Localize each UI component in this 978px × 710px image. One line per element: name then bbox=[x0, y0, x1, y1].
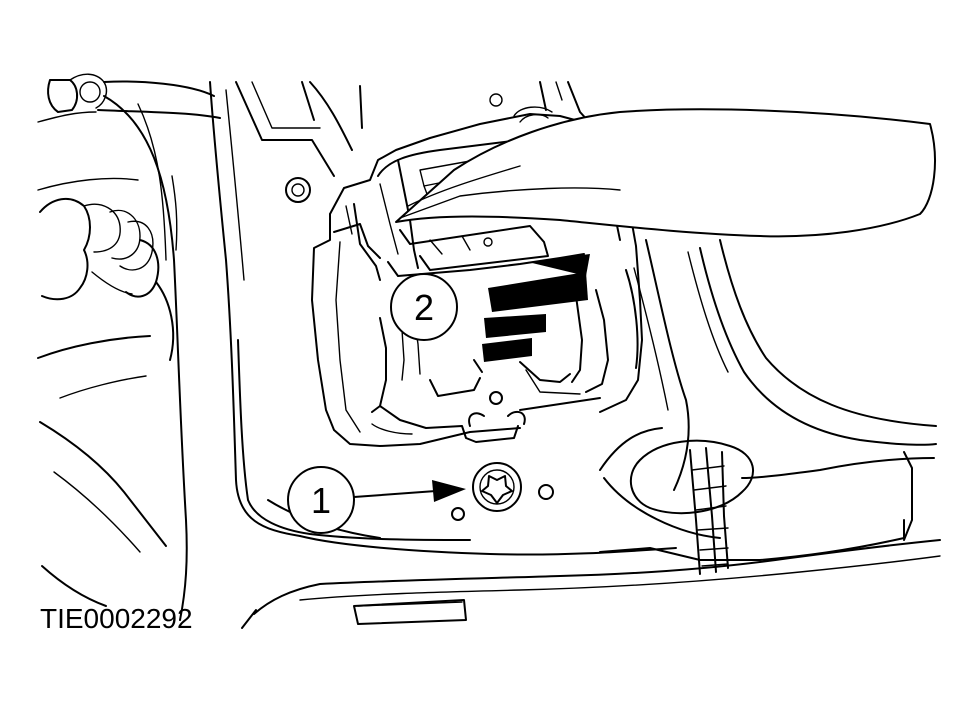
body-pillar-panel bbox=[209, 81, 941, 629]
callout-1-arrowhead bbox=[432, 480, 466, 502]
callout-2-circle bbox=[390, 273, 458, 341]
figure-id-label: TIE0002292 bbox=[40, 603, 193, 634]
release-direction-arrow bbox=[482, 254, 590, 362]
left-background-structure bbox=[37, 73, 221, 621]
screwdriver-tool bbox=[395, 108, 936, 238]
callout-1: 1 bbox=[287, 466, 466, 534]
callout-2-number: 2 bbox=[414, 287, 434, 328]
callout-2: 2 bbox=[390, 273, 458, 341]
callout-1-circle bbox=[287, 466, 355, 534]
callout-1-number: 1 bbox=[311, 480, 331, 521]
torx-bolt bbox=[472, 462, 522, 512]
